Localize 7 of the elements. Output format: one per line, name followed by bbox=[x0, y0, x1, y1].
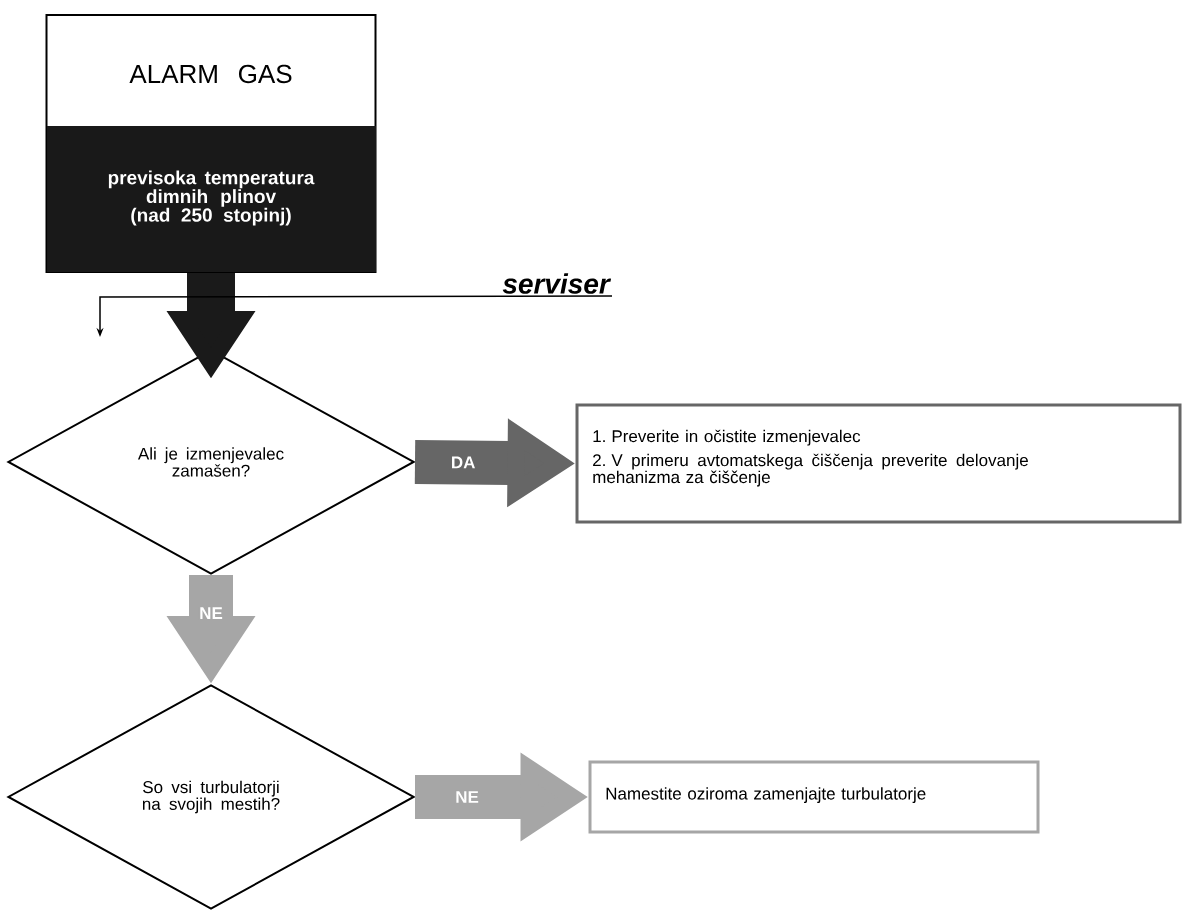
action-box: 1. Preverite in očistite izmenjevalec 2. V primeru avtomatskega čiščenja preverite delovanje mehanizma za čiščenje bbox=[575, 403, 1182, 524]
role-label: serviser bbox=[502, 273, 612, 294]
action-box: Namestite oziroma zamenjajte turbulatorje bbox=[588, 760, 1040, 834]
edge-label: DA bbox=[452, 456, 475, 469]
edge-label: NE bbox=[200, 607, 223, 619]
alarm-box: ALARM GAS previsoka temperatura dimnih plinov (nad 250 stopinj) bbox=[45, 14, 377, 273]
edge-label: NE bbox=[456, 791, 479, 803]
